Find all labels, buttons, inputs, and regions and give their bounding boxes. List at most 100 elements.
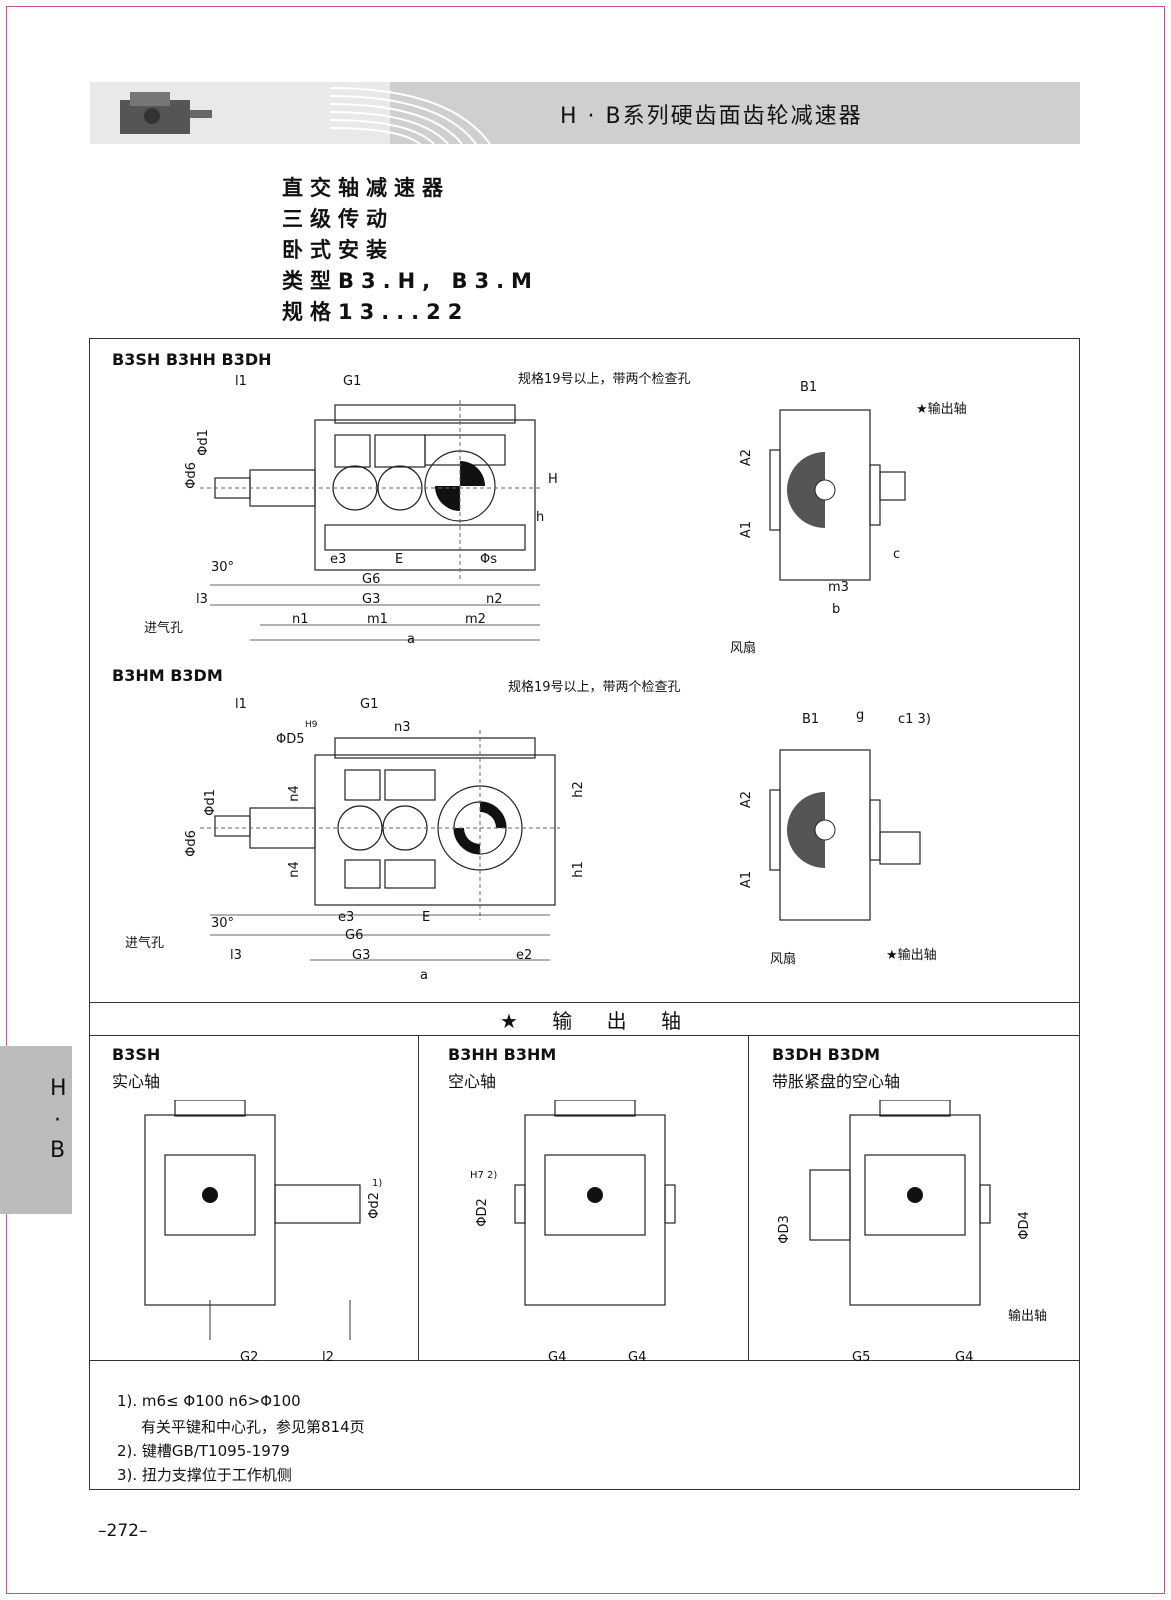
divider	[89, 1035, 1080, 1036]
dim-d2: Φd2	[366, 1192, 382, 1219]
footnote: 1). m6≤ Φ100 n6>Φ100	[117, 1392, 301, 1410]
dim-G6-2: G6	[345, 928, 364, 943]
dim-d1: Φd1	[195, 429, 211, 456]
dim-G1: G1	[343, 374, 362, 389]
dim-n1: n1	[292, 612, 309, 627]
dim-n4-top: n4	[286, 785, 302, 802]
side-tab-h: H	[50, 1076, 67, 1101]
dim-A2-2: A2	[739, 790, 755, 809]
side-tab: H · B	[0, 1046, 72, 1214]
col3-name: B3DH B3DM	[772, 1045, 881, 1064]
dim-m3: m3	[828, 580, 849, 595]
dim-G4-left: G4	[548, 1350, 567, 1365]
dim-A1: A1	[739, 520, 755, 539]
subtitle-line: 卧式安装	[282, 238, 394, 262]
dim-b: b	[832, 602, 841, 617]
dim-l3-2: l3	[230, 948, 242, 963]
subtitle-line: 直交轴减速器	[282, 176, 450, 200]
dim-G3-2: G3	[352, 948, 371, 963]
drawing2-note: 规格19号以上，带两个检查孔	[508, 680, 681, 695]
dim-n4-bottom: n4	[286, 861, 302, 878]
drawing-panel	[89, 338, 1080, 1490]
col1-desc: 实心轴	[112, 1072, 161, 1091]
dim-G4-3: G4	[955, 1350, 974, 1365]
dim-B1: B1	[800, 380, 818, 395]
dim-d6: Φd6	[183, 462, 199, 489]
gearbox-photo-icon	[120, 92, 212, 134]
dim-e3-2: e3	[338, 910, 355, 925]
dim-h2: h2	[570, 781, 586, 798]
footnote: 3). 扭力支撑位于工作机侧	[117, 1466, 292, 1484]
dim-l2: l2	[322, 1350, 334, 1365]
side-tab-dot: ·	[54, 1108, 61, 1133]
dim-h1: h1	[570, 861, 586, 878]
output-section-title: ★ 输 出 轴	[500, 1009, 696, 1033]
dim-G5: G5	[852, 1350, 871, 1365]
dim-e3: e3	[330, 552, 347, 567]
dim-d6-2: Φd6	[183, 830, 199, 857]
dim-n3: n3	[394, 720, 411, 735]
fan-label: 风扇	[730, 641, 757, 656]
dim-A1-2: A1	[739, 870, 755, 889]
side-tab-b: B	[50, 1138, 66, 1163]
dim-D3: ΦD3	[776, 1215, 792, 1244]
dim-G6: G6	[362, 572, 381, 587]
column-divider	[418, 1035, 419, 1360]
output-shaft-label-3: 输出轴	[1008, 1309, 1048, 1324]
col3-desc: 带胀紧盘的空心轴	[772, 1072, 901, 1091]
dim-E: E	[395, 552, 404, 567]
dim-D4: ΦD4	[1016, 1211, 1032, 1240]
dim-D5: ΦD5	[276, 732, 305, 747]
page-border	[6, 6, 1165, 1594]
divider	[89, 1360, 1080, 1361]
dim-l3: l3	[196, 592, 208, 607]
col2-desc: 空心轴	[448, 1072, 497, 1091]
dim-H: H	[548, 472, 558, 487]
dim-g: g	[856, 708, 865, 723]
output-shaft-label: ★输出轴	[916, 402, 967, 417]
drawing1-title: B3SH B3HH B3DH	[112, 350, 272, 369]
air-inlet-label-2: 进气孔	[125, 936, 165, 951]
drawing1-end-view	[769, 409, 906, 581]
dim-A2: A2	[739, 448, 755, 467]
divider	[89, 1002, 1080, 1003]
drawing2-side-view	[200, 730, 560, 961]
dim-m2: m2	[465, 612, 486, 627]
page-number: –272–	[98, 1521, 148, 1541]
drawing1-side-view	[200, 400, 540, 641]
col2-name: B3HH B3HM	[448, 1045, 557, 1064]
dim-a: a	[407, 632, 415, 647]
dim-m1: m1	[367, 612, 388, 627]
dim-s: Φs	[480, 552, 498, 567]
header-band: H · B系列硬齿面齿轮减速器	[90, 82, 1080, 144]
shrink-disc-shaft-drawing	[809, 1100, 991, 1306]
dim-D2: ΦD2	[474, 1198, 490, 1227]
dim-c: c	[893, 547, 901, 562]
subtitle-line: 规格13...22	[282, 300, 470, 324]
dim-G3: G3	[362, 592, 381, 607]
dim-D2-note: H7 2)	[470, 1170, 498, 1181]
air-inlet-label: 进气孔	[144, 621, 184, 636]
dim-E-2: E	[422, 910, 431, 925]
dim-angle-2: 30°	[211, 916, 235, 931]
output-shaft-label-2: ★输出轴	[886, 948, 937, 963]
header-stripes	[330, 87, 491, 144]
dim-c1: c1 3)	[898, 712, 931, 727]
dim-B1-2: B1	[802, 712, 820, 727]
dim-G2: G2	[240, 1350, 259, 1365]
solid-shaft-drawing	[144, 1100, 361, 1340]
column-divider	[748, 1035, 749, 1360]
drawing2-title: B3HM B3DM	[112, 666, 223, 685]
dim-G4-right: G4	[628, 1350, 647, 1365]
subtitle-line: 类型B3.H, B3.M	[282, 269, 539, 293]
header-title: H · B系列硬齿面齿轮减速器	[560, 104, 863, 129]
footnote: 有关平键和中心孔，参见第814页	[141, 1418, 365, 1436]
hollow-shaft-drawing	[514, 1100, 676, 1306]
col1-name: B3SH	[112, 1045, 161, 1064]
dim-angle: 30°	[211, 560, 235, 575]
dim-l1: l1	[235, 374, 247, 389]
subtitle-line: 三级传动	[282, 207, 394, 231]
dim-G1-2: G1	[360, 697, 379, 712]
dim-a-2: a	[420, 968, 428, 983]
dim-l1-2: l1	[235, 697, 247, 712]
